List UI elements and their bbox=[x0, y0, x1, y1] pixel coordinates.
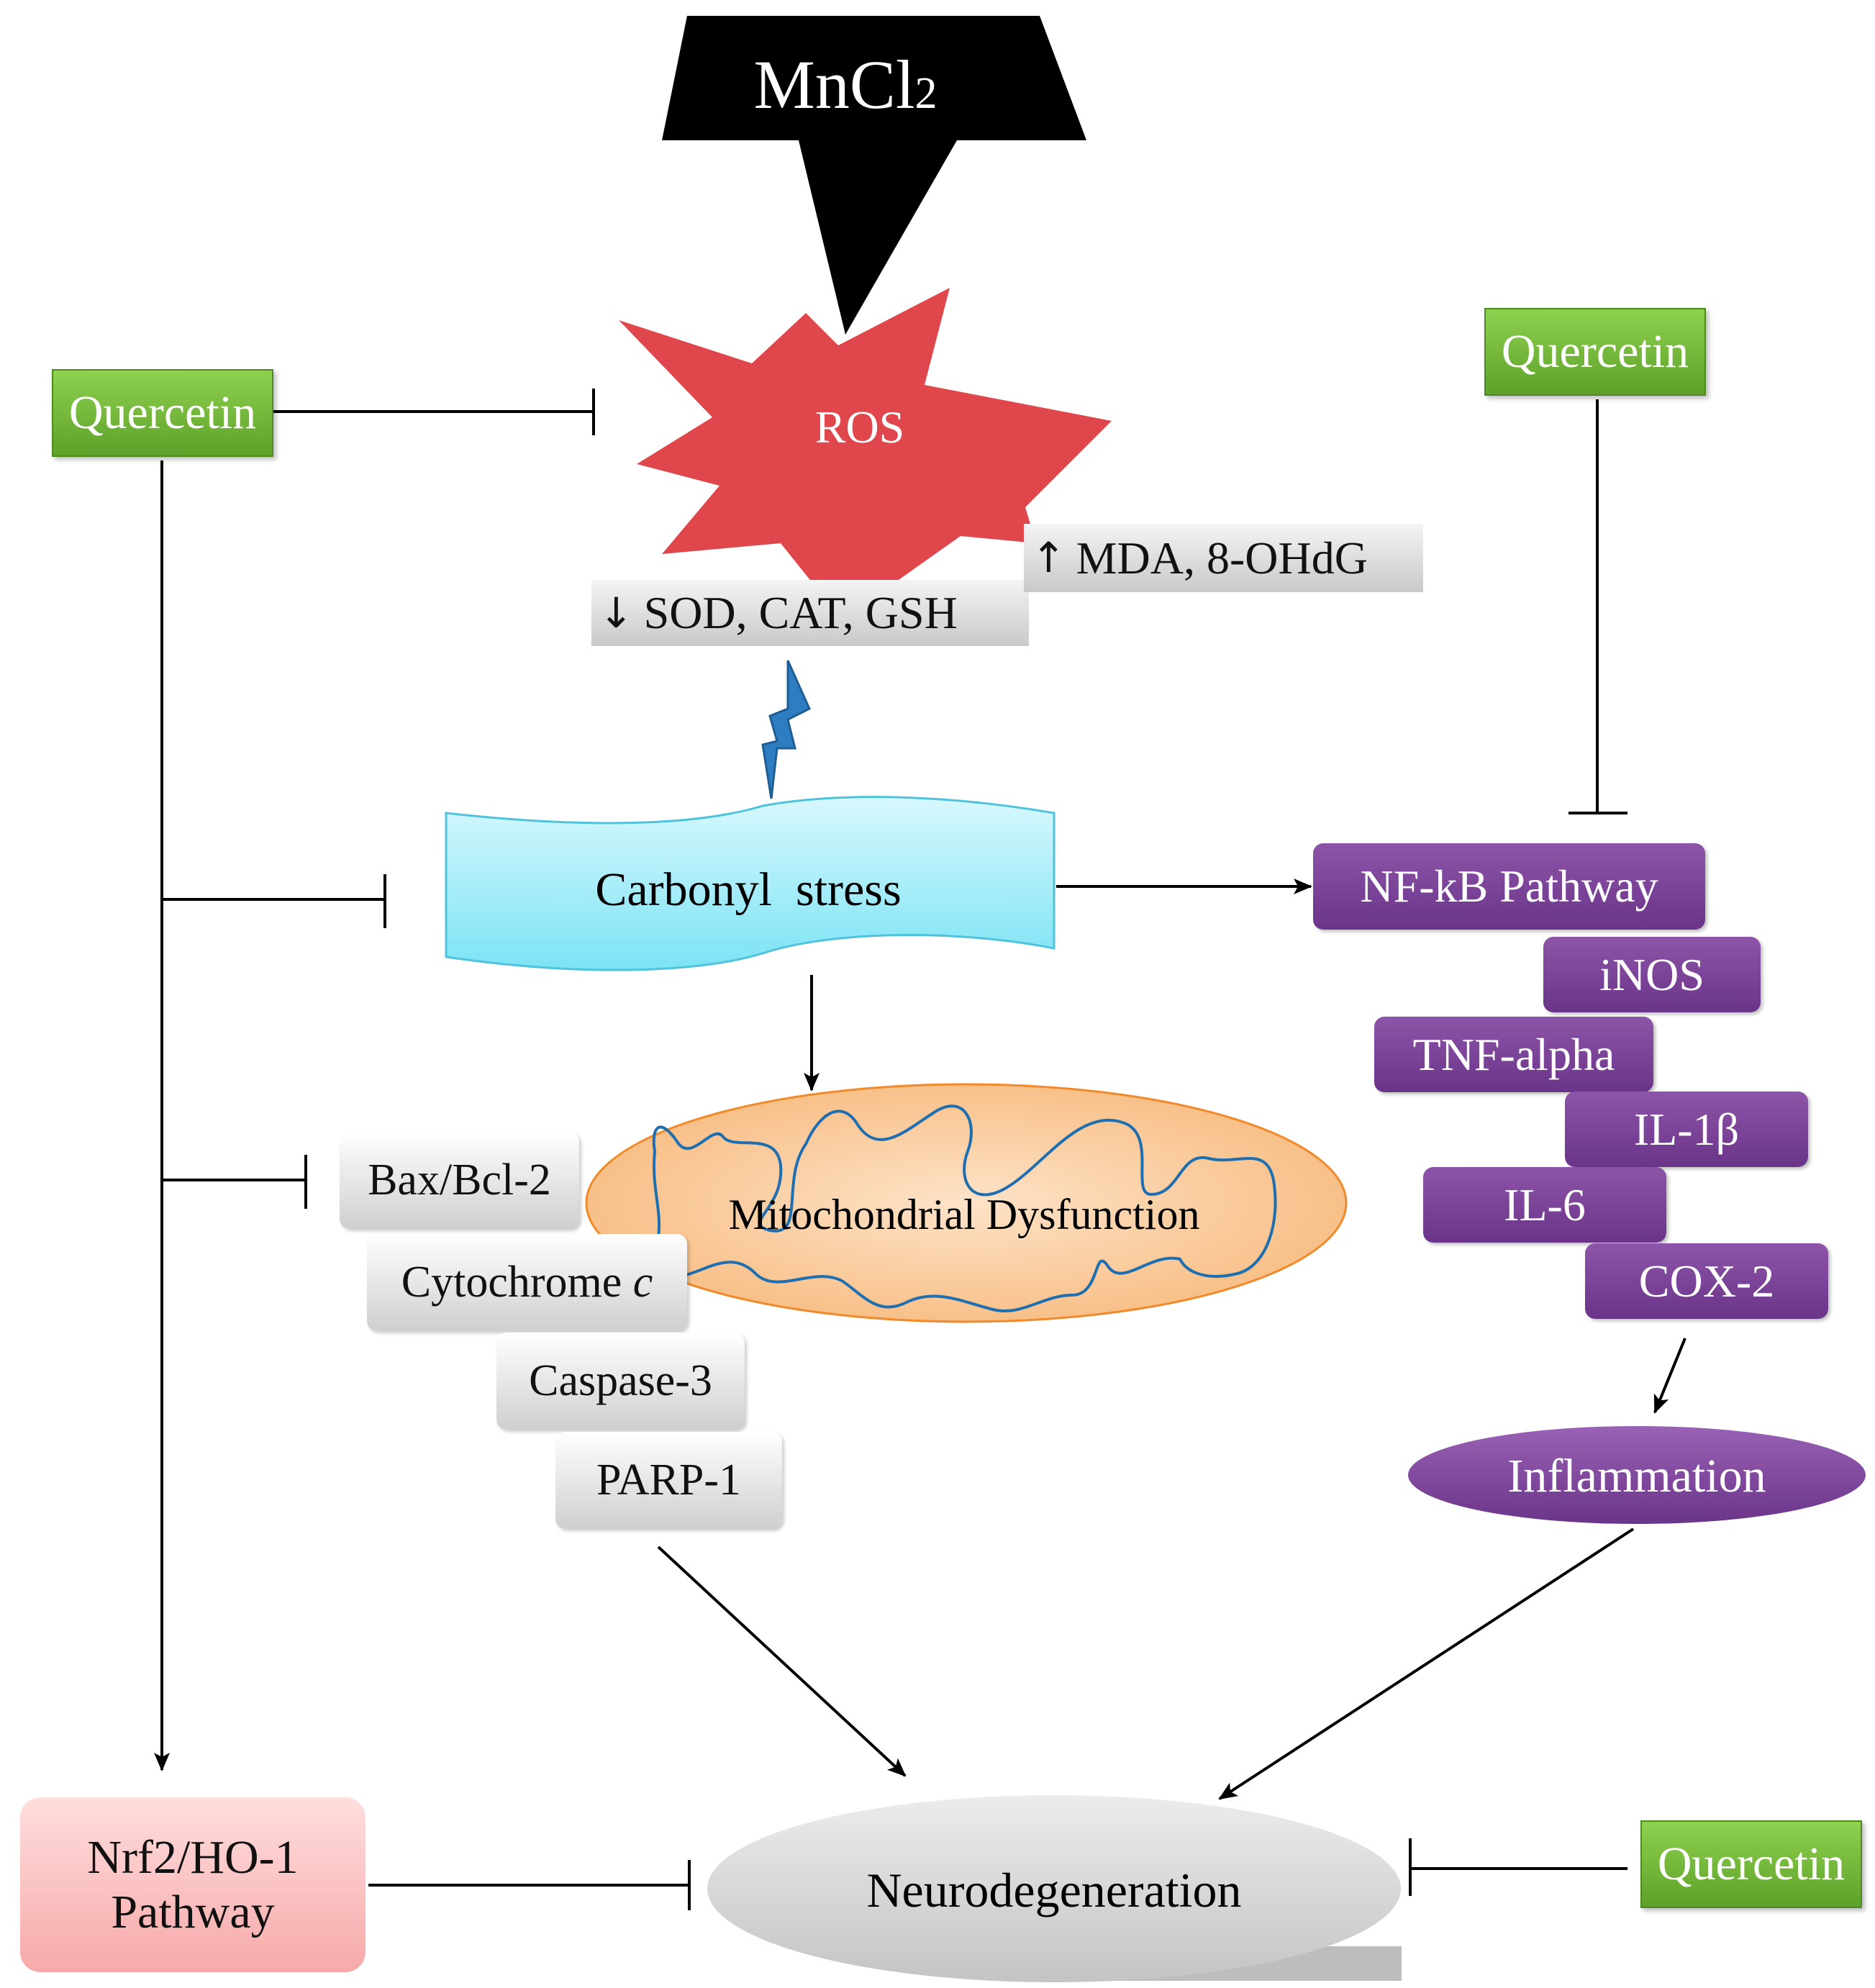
arrow-apoptosis-neuro bbox=[657, 1546, 907, 1777]
parp-1-box: PARP-1 bbox=[555, 1432, 782, 1529]
lightning-icon bbox=[761, 660, 811, 799]
pathway-label: Pathway bbox=[111, 1885, 275, 1938]
cox-2-label: COX-2 bbox=[1638, 1255, 1775, 1307]
mitochondria-cristae bbox=[652, 1104, 1277, 1312]
oxidative-damage-marker-box: ↑ MDA, 8-OHdG bbox=[1024, 524, 1423, 592]
inflammation-shape bbox=[1408, 1426, 1866, 1524]
nrf2-ho1-pathway-box: Nrf2/HO-1 Pathway bbox=[20, 1797, 366, 1972]
quercetin-box-left: Quercetin bbox=[52, 369, 273, 457]
cytochrome-text: Cytochrome bbox=[401, 1257, 633, 1307]
antioxidant-marker-box: ↓ SOD, CAT, GSH bbox=[591, 580, 1029, 646]
cytochrome-c-box: Cytochrome c bbox=[367, 1234, 687, 1331]
nrf2-ho1-label: Nrf2/HO-1 bbox=[87, 1830, 299, 1884]
tnf-alpha-box: TNF-alpha bbox=[1374, 1017, 1653, 1092]
nfkb-pathway-label: NF-kB Pathway bbox=[1360, 861, 1658, 912]
neurodegeneration-label: Neurodegeneration bbox=[866, 1863, 1241, 1917]
il-1b-box: IL-1β bbox=[1565, 1091, 1808, 1167]
carbonyl-stress-label: Carbonyl stress bbox=[595, 863, 901, 916]
neurodegeneration-shape bbox=[707, 1795, 1401, 1982]
caspase-3-label: Caspase-3 bbox=[529, 1356, 712, 1405]
inos-box: iNOS bbox=[1543, 937, 1761, 1012]
il-1b-label: IL-1β bbox=[1633, 1103, 1740, 1155]
inflammation-label: Inflammation bbox=[1507, 1450, 1766, 1502]
ros-label: ROS bbox=[815, 401, 905, 453]
quercetin-label-bottom: Quercetin bbox=[1657, 1838, 1846, 1891]
mncl2-label: MnCl2 bbox=[753, 46, 937, 123]
bax-bcl2-label: Bax/Bcl-2 bbox=[368, 1155, 551, 1204]
quercetin-label-right: Quercetin bbox=[1501, 325, 1689, 378]
ros-burst bbox=[619, 288, 1112, 597]
caspase-3-box: Caspase-3 bbox=[496, 1333, 745, 1430]
quercetin-box-right: Quercetin bbox=[1484, 308, 1706, 396]
up-arrow-icon: ↑ bbox=[1031, 533, 1066, 583]
cytochrome-c-label: Cytochrome c bbox=[401, 1257, 653, 1308]
oxidative-damage-marker-text: MDA, 8-OHdG bbox=[1076, 532, 1368, 584]
down-arrow-icon: ↓ bbox=[599, 588, 634, 637]
antioxidant-marker-text: SOD, CAT, GSH bbox=[643, 587, 958, 639]
inos-label: iNOS bbox=[1599, 948, 1704, 1000]
il-6-box: IL-6 bbox=[1423, 1167, 1666, 1243]
mncl2-shape bbox=[662, 16, 1086, 335]
il-6-label: IL-6 bbox=[1504, 1179, 1586, 1230]
parp-1-label: PARP-1 bbox=[596, 1455, 742, 1504]
quercetin-label-left: Quercetin bbox=[68, 386, 257, 440]
carbonyl-stress-shape bbox=[445, 796, 1055, 971]
nfkb-pathway-box: NF-kB Pathway bbox=[1313, 843, 1705, 930]
quercetin-box-bottom: Quercetin bbox=[1640, 1820, 1862, 1908]
arrow-inflammation-neuro bbox=[1218, 1528, 1635, 1800]
arrow-cox2-inflammation bbox=[1653, 1338, 1686, 1414]
tnf-alpha-label: TNF-alpha bbox=[1412, 1028, 1615, 1080]
bax-bcl2-box: Bax/Bcl-2 bbox=[340, 1132, 579, 1229]
cytochrome-c-italic: c bbox=[632, 1257, 653, 1307]
mitochondria-label: Mitochondrial Dysfunction bbox=[729, 1191, 1200, 1238]
cox-2-box: COX-2 bbox=[1585, 1243, 1828, 1319]
